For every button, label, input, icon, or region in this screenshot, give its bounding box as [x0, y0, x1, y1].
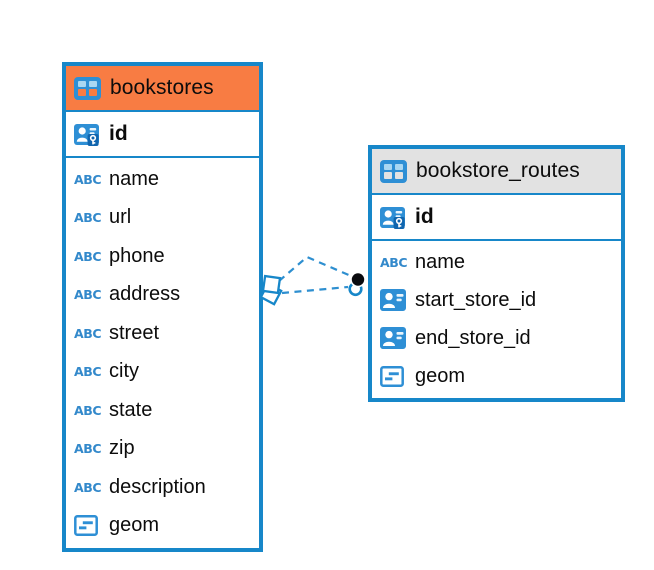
row-routes-start-store-id[interactable]: start_store_id — [372, 281, 621, 319]
row-bookstores-street[interactable]: ABC street — [66, 314, 259, 353]
table-icon — [380, 159, 407, 183]
row-bookstores-zip[interactable]: ABC zip — [66, 430, 259, 469]
column-label: id — [109, 122, 128, 145]
row-bookstores-city[interactable]: ABC city — [66, 353, 259, 392]
table-bookstores-header[interactable]: bookstores — [66, 66, 259, 112]
text-type-icon: ABC — [380, 254, 408, 270]
column-label: street — [109, 321, 160, 344]
relationship-lines[interactable] — [250, 242, 380, 318]
relationship-line-2[interactable] — [281, 285, 349, 295]
table-bookstore-routes-header[interactable]: bookstore_routes — [372, 149, 621, 195]
text-type-icon: ABC — [74, 248, 102, 264]
column-list: ABC name start_store_id — [372, 241, 621, 398]
reference-type-icon — [380, 289, 406, 311]
text-type-icon: ABC — [74, 479, 102, 495]
row-routes-name[interactable]: ABC name — [372, 243, 621, 281]
column-label: start_store_id — [415, 288, 537, 311]
table-title: bookstore_routes — [416, 159, 580, 182]
column-list: ABC name ABC url ABC phone ABC address A… — [66, 158, 259, 548]
text-type-icon: ABC — [74, 402, 102, 418]
column-label: state — [109, 398, 153, 421]
row-routes-id[interactable]: id — [372, 195, 621, 241]
text-type-icon: ABC — [74, 210, 102, 226]
row-routes-end-store-id[interactable]: end_store_id — [372, 319, 621, 357]
text-type-icon: ABC — [74, 364, 102, 380]
column-label: address — [109, 283, 181, 306]
column-label: name — [109, 167, 160, 190]
geometry-type-icon — [380, 365, 406, 387]
row-bookstores-name[interactable]: ABC name — [66, 160, 259, 199]
column-label: zip — [109, 437, 135, 460]
table-bookstore-routes[interactable]: bookstore_routes id ABC — [368, 145, 625, 402]
relationship-line-1[interactable] — [278, 255, 352, 282]
column-label: geom — [109, 514, 160, 537]
text-type-icon: ABC — [74, 287, 102, 303]
primary-key-icon — [380, 206, 406, 229]
text-type-icon: ABC — [74, 325, 102, 341]
row-bookstores-id[interactable]: id — [66, 112, 259, 158]
geometry-type-icon — [74, 515, 100, 537]
text-type-icon: ABC — [74, 171, 102, 187]
column-label: description — [109, 475, 206, 498]
table-bookstores[interactable]: bookstores id ABC — [62, 62, 263, 552]
row-bookstores-description[interactable]: ABC description — [66, 468, 259, 507]
text-type-icon: ABC — [74, 441, 102, 457]
row-bookstores-url[interactable]: ABC url — [66, 199, 259, 238]
column-label: url — [109, 206, 132, 229]
primary-key-icon — [74, 123, 100, 146]
column-label: phone — [109, 244, 165, 267]
column-label: id — [415, 205, 434, 228]
one-end-marker — [348, 271, 366, 297]
column-label: geom — [415, 364, 466, 387]
column-label: name — [415, 250, 466, 273]
table-title: bookstores — [110, 76, 214, 99]
reference-type-icon — [380, 327, 406, 349]
column-label: end_store_id — [415, 326, 531, 349]
row-bookstores-geom[interactable]: geom — [66, 507, 259, 546]
many-end-marker — [259, 274, 283, 306]
row-bookstores-state[interactable]: ABC state — [66, 391, 259, 430]
row-routes-geom[interactable]: geom — [372, 357, 621, 395]
row-bookstores-address[interactable]: ABC address — [66, 276, 259, 315]
row-bookstores-phone[interactable]: ABC phone — [66, 237, 259, 276]
table-icon — [74, 76, 101, 100]
column-label: city — [109, 360, 139, 383]
